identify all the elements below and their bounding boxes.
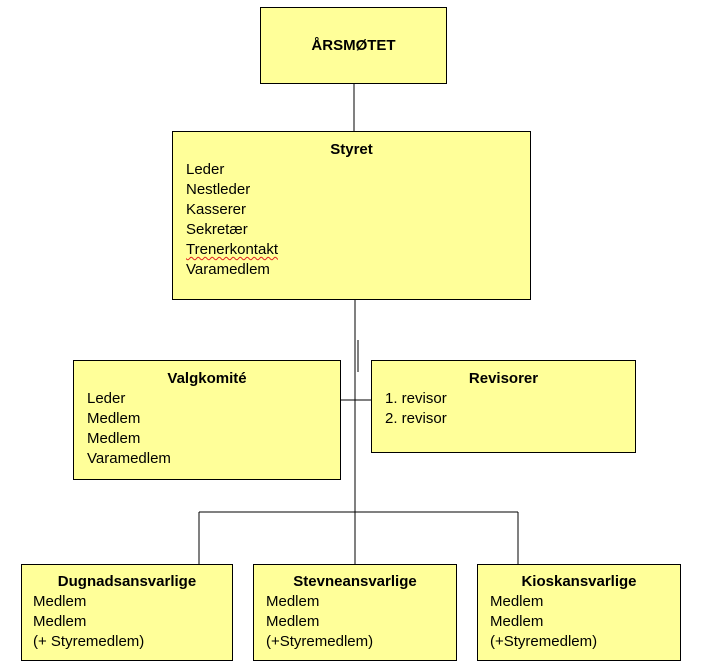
styret-member: Kasserer <box>186 201 247 218</box>
styret-title: Styret <box>330 141 373 158</box>
dugnadsansvarlige-member: Medlem <box>33 593 87 610</box>
styret-member-text: Trenerkontakt <box>186 241 278 258</box>
stevneansvarlige-title: Stevneansvarlige <box>293 573 417 590</box>
dugnadsansvarlige-title: Dugnadsansvarlige <box>57 573 197 590</box>
kioskansvarlige-title: Kioskansvarlige <box>521 573 637 590</box>
valgkomite-member: Medlem <box>87 430 141 447</box>
valgkomite-title: Valgkomité <box>167 370 247 387</box>
box-dugnadsansvarlige: Dugnadsansvarlige Medlem Medlem (+ Styre… <box>21 564 233 661</box>
revisorer-member: 1. revisor <box>385 390 447 407</box>
styret-member: Leder <box>186 161 225 178</box>
styret-member: Varamedlem <box>186 261 270 278</box>
box-styret: Styret Leder Nestleder Kasserer Sekretær… <box>172 131 531 300</box>
styret-member: Trenerkontakt <box>186 240 530 260</box>
box-arsmotet: ÅRSMØTET <box>260 7 447 84</box>
dugnadsansvarlige-member: (+ Styremedlem) <box>33 633 145 650</box>
dugnadsansvarlige-member: Medlem <box>33 613 87 630</box>
box-kioskansvarlige: Kioskansvarlige Medlem Medlem (+Styremed… <box>477 564 681 661</box>
valgkomite-member: Varamedlem <box>87 450 171 467</box>
kioskansvarlige-member: (+Styremedlem) <box>490 633 598 650</box>
styret-member: Sekretær <box>186 221 248 238</box>
kioskansvarlige-member: Medlem <box>490 613 544 630</box>
arsmotet-title: ÅRSMØTET <box>311 36 396 54</box>
stevneansvarlige-member: Medlem <box>266 593 320 610</box>
revisorer-title: Revisorer <box>468 370 539 387</box>
stevneansvarlige-member: Medlem <box>266 613 320 630</box>
styret-member: Nestleder <box>186 181 251 198</box>
valgkomite-member: Medlem <box>87 410 141 427</box>
kioskansvarlige-member: Medlem <box>490 593 544 610</box>
box-revisorer: Revisorer 1. revisor 2. revisor <box>371 360 636 453</box>
valgkomite-member: Leder <box>87 390 126 407</box>
stevneansvarlige-member: (+Styremedlem) <box>266 633 374 650</box>
box-valgkomite: Valgkomité Leder Medlem Medlem Varamedle… <box>73 360 341 480</box>
box-stevneansvarlige: Stevneansvarlige Medlem Medlem (+Styreme… <box>253 564 457 661</box>
revisorer-member: 2. revisor <box>385 410 447 427</box>
